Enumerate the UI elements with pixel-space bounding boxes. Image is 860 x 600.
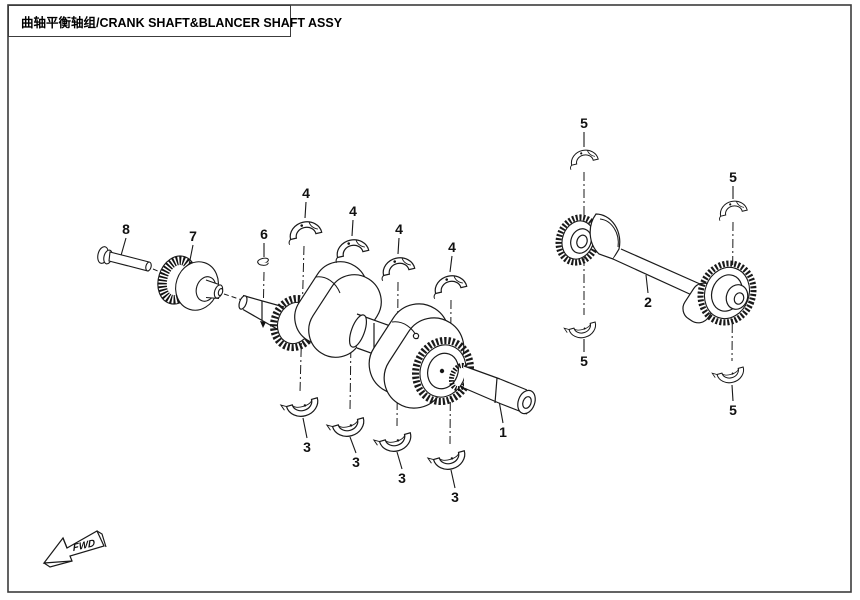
balancer-upper-shell-2 bbox=[715, 197, 749, 222]
crank-lower-shell-1 bbox=[280, 394, 322, 423]
crank-upper-shell-4 bbox=[429, 272, 469, 300]
callout-3-lower-shell-4: 3 bbox=[451, 489, 459, 505]
callout-4-upper-shell-1: 4 bbox=[302, 185, 310, 201]
callout-6-key: 6 bbox=[260, 226, 268, 242]
crank-upper-shell-3 bbox=[377, 254, 417, 282]
balancer-shaft bbox=[555, 213, 757, 326]
crank-upper-shell-1 bbox=[284, 218, 324, 246]
page-border bbox=[7, 4, 852, 593]
callout-3-lower-shell-3: 3 bbox=[398, 470, 406, 486]
woodruff-key bbox=[257, 257, 269, 266]
crank-lower-shell-3 bbox=[373, 429, 415, 458]
callout-3-lower-shell-1: 3 bbox=[303, 439, 311, 455]
crank-upper-shell-2 bbox=[331, 236, 371, 264]
fwd-arrow bbox=[42, 530, 107, 568]
callout-7-damper-gear: 7 bbox=[189, 228, 197, 244]
balancer-upper-shell-1 bbox=[566, 146, 600, 171]
balancer-lower-shell-1 bbox=[563, 319, 599, 343]
crankshaft bbox=[238, 261, 536, 415]
callout-5-balancer-shell-4: 5 bbox=[729, 402, 737, 418]
balancer-lower-shell-2 bbox=[711, 364, 747, 388]
callout-3-lower-shell-2: 3 bbox=[352, 454, 360, 470]
callout-5-balancer-shell-1: 5 bbox=[580, 115, 588, 131]
leader-lines bbox=[119, 132, 734, 489]
callout-5-balancer-shell-3: 5 bbox=[580, 353, 588, 369]
damper-gear bbox=[157, 255, 224, 311]
title-box: 曲轴平衡轴组/CRANK SHAFT&BLANCER SHAFT ASSY bbox=[8, 5, 342, 37]
callout-4-upper-shell-3: 4 bbox=[395, 221, 403, 237]
callout-8-bolt: 8 bbox=[122, 221, 130, 237]
key-leader-arrowhead bbox=[260, 321, 266, 328]
callout-4-upper-shell-4: 4 bbox=[448, 239, 456, 255]
crank-lower-shell-4 bbox=[427, 447, 469, 476]
crankshaft-bolt bbox=[97, 246, 152, 272]
callout-2-balancer-shaft: 2 bbox=[644, 294, 652, 310]
page-title: 曲轴平衡轴组/CRANK SHAFT&BLANCER SHAFT ASSY bbox=[21, 15, 343, 30]
callout-1-crankshaft: 1 bbox=[499, 424, 507, 440]
callout-4-upper-shell-2: 4 bbox=[349, 203, 357, 219]
callout-5-balancer-shell-2: 5 bbox=[729, 169, 737, 185]
crank-lower-shell-2 bbox=[326, 414, 368, 443]
